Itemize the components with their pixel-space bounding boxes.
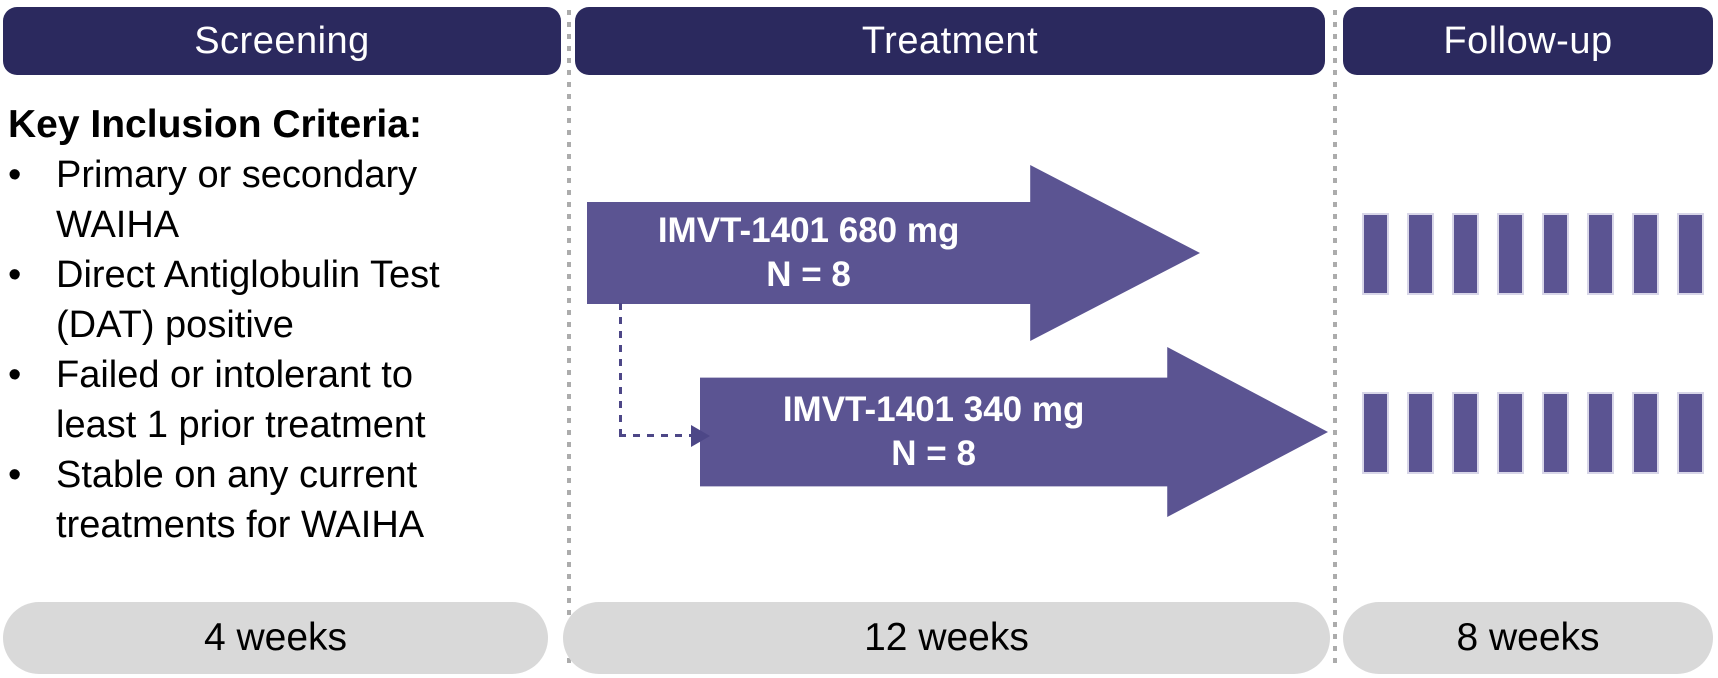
followup-tick-bar	[1677, 392, 1704, 474]
dose-switch-connector-vertical	[619, 303, 622, 435]
treatment-phase-header: Treatment	[575, 7, 1325, 75]
bullet-icon: •	[8, 454, 22, 496]
arm-680mg-label: IMVT-1401 680 mg N = 8	[657, 211, 960, 294]
dose-switch-connector-horizontal	[619, 434, 693, 437]
criterion-text: Direct Antiglobulin Test (DAT) positive	[56, 254, 440, 346]
arm-340mg-arrow: IMVT-1401 340 mg N = 8	[700, 347, 1328, 517]
list-item: • Failed or intolerant to least 1 prior …	[8, 350, 556, 450]
dose-switch-arrowhead-icon	[691, 425, 710, 447]
bullet-icon: •	[8, 154, 22, 196]
followup-tick-bar	[1587, 392, 1614, 474]
followup-duration-pill: 8 weeks	[1343, 602, 1713, 674]
followup-ticks-row-340mg	[1362, 392, 1704, 474]
followup-tick-bar	[1362, 213, 1389, 295]
screening-duration-pill: 4 weeks	[3, 602, 548, 674]
screening-treatment-divider	[567, 10, 571, 665]
arm-340mg-label: IMVT-1401 340 mg N = 8	[782, 390, 1085, 473]
followup-tick-bar	[1542, 392, 1569, 474]
followup-tick-bar	[1407, 392, 1434, 474]
inclusion-criteria-block: Key Inclusion Criteria: • Primary or sec…	[8, 100, 556, 550]
followup-tick-bar	[1497, 392, 1524, 474]
list-item: • Direct Antiglobulin Test (DAT) positiv…	[8, 250, 556, 350]
followup-ticks-row-680mg	[1362, 213, 1704, 295]
followup-tick-bar	[1677, 213, 1704, 295]
followup-tick-bar	[1407, 213, 1434, 295]
followup-tick-bar	[1632, 392, 1659, 474]
followup-tick-bar	[1497, 213, 1524, 295]
followup-tick-bar	[1452, 213, 1479, 295]
treatment-followup-divider	[1333, 10, 1337, 665]
followup-phase-header: Follow-up	[1343, 7, 1713, 75]
criterion-text: Primary or secondary WAIHA	[56, 154, 418, 246]
followup-tick-bar	[1452, 392, 1479, 474]
followup-tick-bar	[1587, 213, 1614, 295]
inclusion-criteria-title: Key Inclusion Criteria:	[8, 103, 422, 146]
criterion-text: Failed or intolerant to least 1 prior tr…	[56, 354, 426, 446]
followup-tick-bar	[1362, 392, 1389, 474]
arm-680mg-arrow: IMVT-1401 680 mg N = 8	[587, 165, 1200, 341]
list-item: • Primary or secondary WAIHA	[8, 150, 556, 250]
followup-tick-bar	[1632, 213, 1659, 295]
treatment-duration-pill: 12 weeks	[563, 602, 1330, 674]
bullet-icon: •	[8, 354, 22, 396]
criterion-text: Stable on any current treatments for WAI…	[56, 454, 425, 546]
list-item: • Stable on any current treatments for W…	[8, 450, 556, 550]
followup-tick-bar	[1542, 213, 1569, 295]
screening-phase-header: Screening	[3, 7, 561, 75]
bullet-icon: •	[8, 254, 22, 296]
